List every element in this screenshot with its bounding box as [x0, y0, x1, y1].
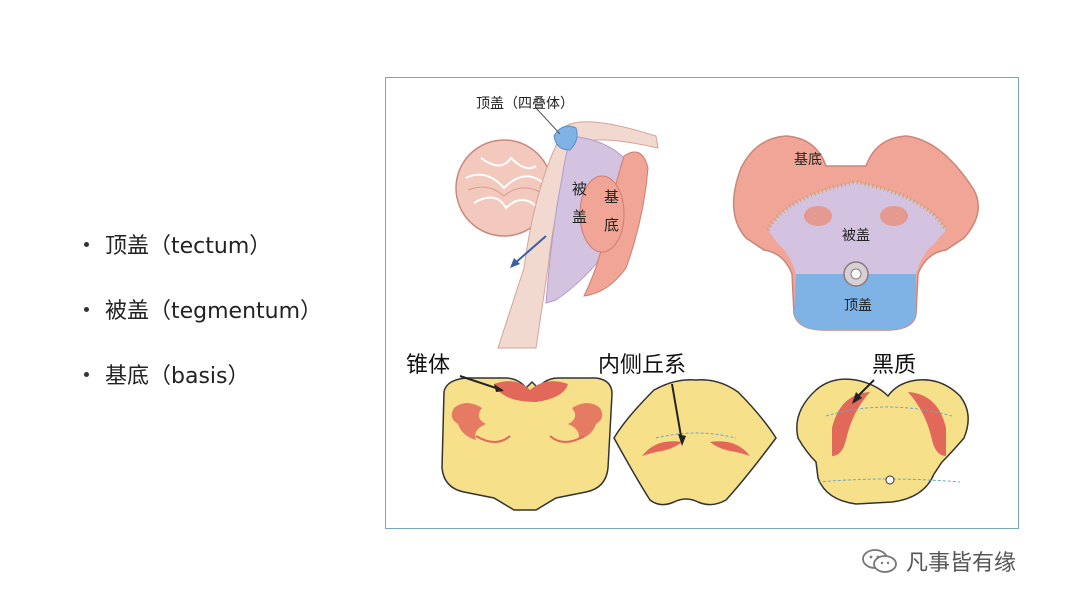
sagittal-label-tectum: 顶盖（四叠体） — [476, 96, 574, 112]
midbrain-figure: 顶盖（四叠体） 被 盖 基 底 基底 被盖 顶盖 — [385, 77, 1019, 529]
label-pyramid: 锥体 — [406, 353, 450, 378]
sagittal-label-basis-2: 底 — [604, 216, 619, 234]
medulla-section: 锥体 — [406, 353, 613, 511]
bullet-item-tegmentum: 被盖（tegmentum） — [84, 293, 322, 325]
bullet-text: 基底（basis） — [105, 364, 250, 389]
sagittal-label-tegmentum-1: 被 — [572, 180, 587, 198]
pons-section: 内侧丘系 — [598, 353, 777, 506]
bullet-text: 被盖（tegmentum） — [105, 299, 323, 324]
section-label-tegmentum: 被盖 — [842, 228, 870, 244]
section-label-tectum: 顶盖 — [844, 298, 872, 314]
midbrain-diagram: 顶盖（四叠体） 被 盖 基 底 基底 被盖 顶盖 — [406, 96, 979, 511]
bullet-dot — [84, 241, 89, 247]
label-medial-lemniscus: 内侧丘系 — [598, 353, 686, 378]
bullet-text: 顶盖（tectum） — [105, 234, 272, 259]
bullet-item-basis: 基底（basis） — [84, 358, 322, 390]
bullet-dot — [84, 371, 89, 377]
section-label-basis: 基底 — [794, 151, 822, 168]
watermark-text: 凡事皆有缘 — [906, 551, 1017, 576]
wechat-icon — [862, 549, 897, 573]
watermark: 凡事皆有缘 — [862, 545, 1016, 577]
label-substantia-nigra: 黑质 — [872, 353, 916, 378]
bullet-list: 顶盖（tectum） 被盖（tegmentum） 基底（basis） — [84, 228, 322, 423]
bullet-item-tectum: 顶盖（tectum） — [84, 228, 322, 260]
midbrain-cross-section: 基底 被盖 顶盖 — [732, 135, 979, 331]
midbrain-section: 黑质 — [796, 353, 969, 505]
sagittal-label-basis-1: 基 — [604, 188, 619, 206]
sagittal-label-tegmentum-2: 盖 — [572, 208, 587, 226]
sagittal-view: 顶盖（四叠体） 被 盖 基 底 — [455, 96, 659, 349]
bullet-dot — [84, 306, 89, 312]
